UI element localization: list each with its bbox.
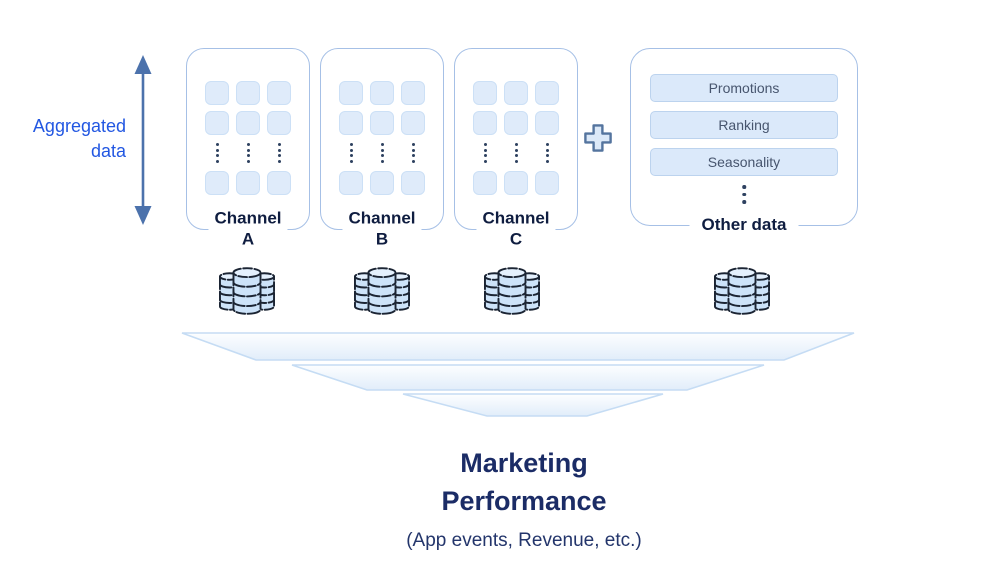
data-tile	[370, 111, 394, 135]
data-tile	[473, 81, 497, 105]
plus-icon	[584, 124, 612, 152]
data-tile	[473, 171, 497, 195]
data-tile	[504, 171, 528, 195]
data-tile-grid	[187, 81, 309, 195]
channel-b-label: Channel B	[342, 206, 422, 250]
channel-a-box: Channel A	[186, 48, 310, 250]
output-title-line2: Performance	[441, 486, 607, 516]
ellipsis-vertical-icon	[535, 141, 559, 165]
channel-c-label: Channel C	[476, 206, 556, 250]
database-stack-icon	[711, 263, 773, 319]
output-subtitle: (App events, Revenue, etc.)	[406, 530, 642, 551]
data-tile	[504, 81, 528, 105]
data-tile	[370, 81, 394, 105]
data-tile	[267, 171, 291, 195]
data-tile	[205, 81, 229, 105]
pill-seasonality: Seasonality	[650, 148, 838, 176]
pill-promotions: Promotions	[650, 74, 838, 102]
channel-c-box: Channel C	[454, 48, 578, 250]
funnel-layers-shape	[181, 332, 855, 417]
data-tile	[370, 171, 394, 195]
other-data-label: Other data	[689, 215, 799, 235]
double-arrow-vertical-icon	[134, 55, 152, 225]
data-tile	[236, 171, 260, 195]
ellipsis-vertical-icon	[742, 185, 746, 204]
data-tile	[504, 111, 528, 135]
database-stack-icon	[216, 263, 278, 319]
ellipsis-vertical-icon	[267, 141, 291, 165]
data-tile	[473, 111, 497, 135]
other-data-pill-list: Promotions Ranking Seasonality	[631, 74, 857, 176]
output-title-line1: Marketing	[460, 448, 588, 478]
ellipsis-vertical-icon	[401, 141, 425, 165]
ellipsis-vertical-icon	[205, 141, 229, 165]
ellipsis-vertical-icon	[339, 141, 363, 165]
data-tile	[236, 81, 260, 105]
data-tile	[535, 111, 559, 135]
database-stack-icon	[351, 263, 413, 319]
data-tile	[205, 171, 229, 195]
ellipsis-vertical-icon	[504, 141, 528, 165]
output-section: Marketing Performance (App events, Reven…	[274, 444, 774, 555]
data-tile	[535, 81, 559, 105]
data-tile	[205, 111, 229, 135]
data-tile	[339, 111, 363, 135]
data-tile	[535, 171, 559, 195]
data-tile	[267, 81, 291, 105]
channel-a-label: Channel A	[208, 206, 288, 250]
data-tile	[401, 111, 425, 135]
pill-ranking: Ranking	[650, 111, 838, 139]
ellipsis-vertical-icon	[473, 141, 497, 165]
data-tile	[236, 111, 260, 135]
data-tile	[339, 81, 363, 105]
channel-b-box: Channel B	[320, 48, 444, 250]
data-tile-grid	[455, 81, 577, 195]
other-data-box: Promotions Ranking Seasonality Other dat…	[630, 48, 858, 235]
data-tile	[401, 171, 425, 195]
data-tile	[267, 111, 291, 135]
data-tile	[339, 171, 363, 195]
aggregated-data-label: Aggregated data	[32, 116, 126, 161]
ellipsis-vertical-icon	[236, 141, 260, 165]
database-stack-icon	[481, 263, 543, 319]
data-tile	[401, 81, 425, 105]
ellipsis-vertical-icon	[370, 141, 394, 165]
data-tile-grid	[321, 81, 443, 195]
